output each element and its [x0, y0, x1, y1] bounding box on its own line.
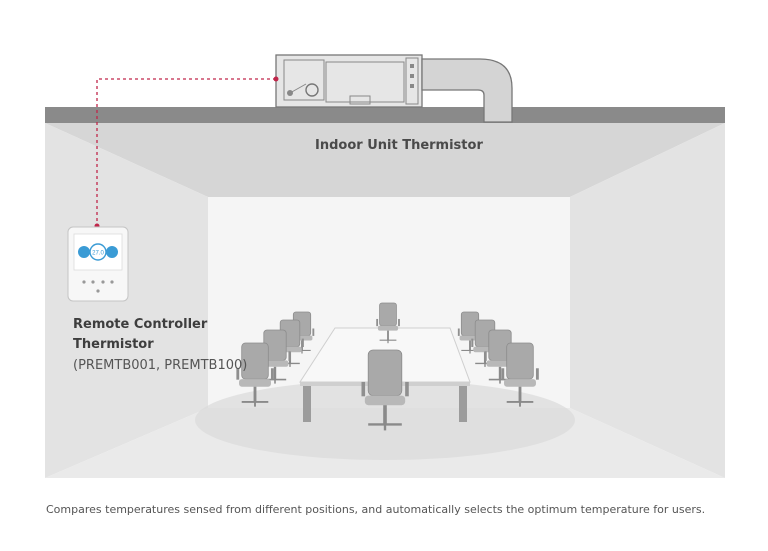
connector-dot-top: [273, 76, 279, 82]
remote-readout: 27.0: [92, 251, 104, 257]
remote-button-3: [101, 280, 105, 284]
remote-button-1: [82, 280, 86, 284]
conference-chairs: [236, 302, 539, 431]
ceiling-slab: [45, 107, 725, 123]
remote-label-line1: Remote Controller: [73, 317, 208, 332]
table-leg-left: [303, 386, 311, 422]
right-wall: [570, 123, 725, 478]
remote-button-4: [110, 280, 114, 284]
indoor-unit-label: Indoor Unit Thermistor: [315, 138, 483, 153]
room: [45, 123, 725, 478]
air-duct: [421, 58, 513, 123]
indoor-unit: [275, 54, 513, 123]
fan-icon: [305, 83, 319, 97]
table-leg-right: [459, 386, 467, 422]
remote-right-dial: [106, 246, 118, 258]
ceiling-plane: [45, 123, 725, 197]
caption: Compares temperatures sensed from differ…: [46, 503, 706, 516]
chair-front-center: [361, 349, 409, 431]
remote-button-2: [91, 280, 95, 284]
chair-left-4: [236, 342, 274, 407]
remote-label-line2: Thermistor: [73, 337, 154, 352]
remote-left-dial: [78, 246, 90, 258]
left-wall: [45, 123, 208, 478]
dashed-connector: [96, 78, 276, 225]
indoor-unit-body: [275, 54, 423, 108]
chair-back-center: [376, 302, 400, 344]
remote-button-5: [96, 289, 100, 293]
chair-right-4: [501, 342, 539, 407]
remote-controller: 27.0: [67, 226, 129, 302]
remote-model-numbers: (PREMTB001, PREMTB100): [73, 358, 247, 373]
